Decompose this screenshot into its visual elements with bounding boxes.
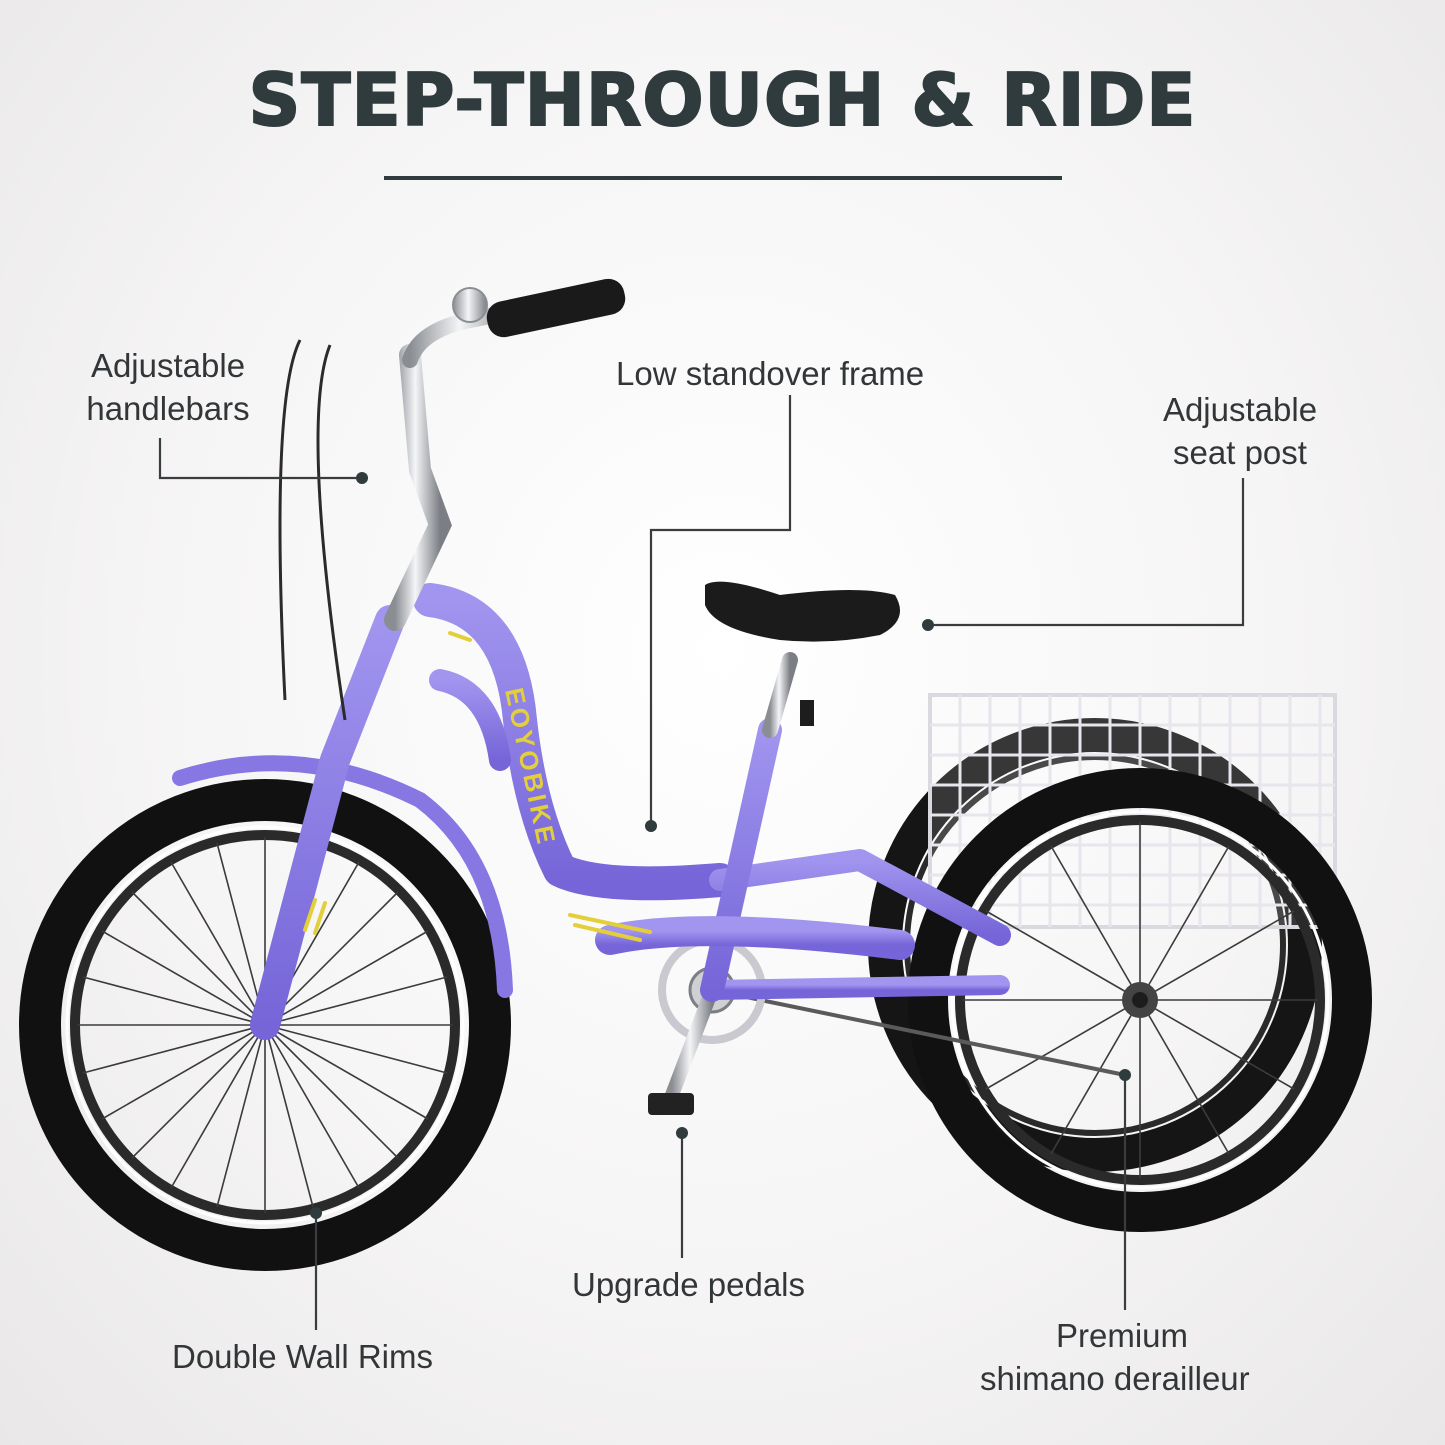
seat-assembly — [705, 581, 900, 738]
callout-derailleur-line2: shimano derailleur — [980, 1360, 1250, 1397]
handlebar-assembly — [278, 278, 626, 721]
callout-low-standover-frame: Low standover frame — [616, 355, 925, 392]
title-divider — [384, 176, 1062, 180]
callout-double-wall-rims: Double Wall Rims — [172, 1338, 434, 1375]
callout-upgrade-pedals: Upgrade pedals — [572, 1266, 805, 1303]
callout-derailleur-line1: Premium — [1056, 1317, 1189, 1354]
tricycle-frame — [250, 583, 1011, 1040]
rear-wheel-front — [908, 768, 1372, 1232]
frame-brand-text: EOYOBIKE — [499, 685, 562, 849]
page-title: STEP-THROUGH & RIDE — [248, 57, 1197, 143]
front-fender — [172, 755, 513, 998]
frame-accent-stripes — [303, 631, 652, 942]
callout-adjustable-handlebars: Adjustable handlebars — [86, 347, 250, 427]
callout-adjustable-seat-post: Adjustable seat post — [1162, 391, 1318, 471]
callout-lines — [158, 395, 1245, 1330]
